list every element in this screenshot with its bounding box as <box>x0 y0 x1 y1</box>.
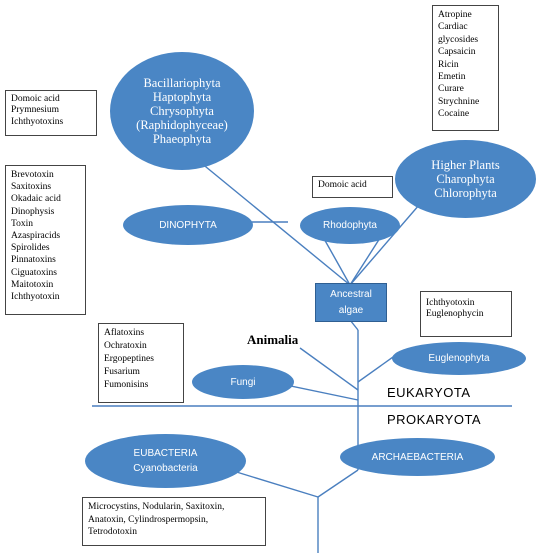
toxin-item: Capsaicin <box>438 47 476 58</box>
euglenophyta-toxins-box: Ichthyotoxin Euglenophycin <box>420 291 512 337</box>
toxin-item: Ichthyotoxin <box>11 292 60 303</box>
prok-branch-right <box>317 469 359 498</box>
toxin-item: Ochratoxin <box>104 341 147 351</box>
toxin-item: Tetrodotoxin <box>88 527 137 537</box>
toxin-item: Fusarium <box>104 367 140 377</box>
toxin-item: Aflatoxins <box>104 328 145 338</box>
toxin-item: Domoic acid <box>318 180 367 190</box>
chrysophyta-label: Chrysophyta <box>150 104 214 118</box>
toxin-item: Ichthyotoxins <box>11 116 64 127</box>
toxin-item: Ichthyotoxin <box>426 298 475 308</box>
toxin-item: Ricin <box>438 59 459 70</box>
toxin-item: Microcystins, Nodularin, Saxitoxin, <box>88 502 225 512</box>
archaebacteria-node: ARCHAEBACTERIA <box>340 438 495 476</box>
raphidophyceae-label: (Raphidophyceae) <box>136 118 228 132</box>
fungi-toxins-box: Aflatoxins Ochratoxin Ergopeptines Fusar… <box>98 323 184 403</box>
toxin-item: Domoic acid <box>11 94 60 104</box>
dinophyta-toxins-box: Brevotoxin Saxitoxins Okadaic acid Dinop… <box>5 165 86 315</box>
toxin-item: Euglenophycin <box>426 309 484 320</box>
animalia-label: Animalia <box>247 332 299 347</box>
euglenophyta-node: Euglenophyta <box>392 342 526 375</box>
toxin-item: Cardiac <box>438 22 468 33</box>
toxin-item: Ciguatoxins <box>11 267 57 278</box>
higher-plants-node: Higher Plants Charophyta Chlorophyta <box>395 140 536 218</box>
toxin-item: glycosides <box>438 34 479 45</box>
rhodophyta-node: Rhodophyta <box>300 207 400 244</box>
plant-toxins-box: Atropine Cardiac glycosides Capsaicin Ri… <box>432 5 499 131</box>
dinophyta-label: DINOPHYTA <box>159 219 217 231</box>
algae-left-branch <box>177 143 351 286</box>
cyanobacteria-label: Cyanobacteria <box>133 463 198 474</box>
rhodo-branch-2 <box>349 237 381 286</box>
toxin-item: Brevotoxin <box>11 170 54 180</box>
toxin-item: Azaspiracids <box>11 231 61 242</box>
phaeophyta-label: Phaeophyta <box>152 132 212 146</box>
charophyta-label: Charophyta <box>436 172 495 186</box>
toxin-item: Cocaine <box>438 109 470 120</box>
toxin-item: Anatoxin, Cylindrospermopsin, <box>88 514 209 525</box>
toxin-item: Atropine <box>438 10 472 20</box>
toxin-item: Fumonisins <box>104 380 149 390</box>
algae-label: algae <box>338 304 364 316</box>
prok-branch-left <box>229 469 319 498</box>
toxin-item: Strychnine <box>438 96 480 107</box>
rhodophyta-toxins-box: Domoic acid <box>312 176 393 198</box>
toxin-item: Ergopeptines <box>104 354 154 364</box>
eubacteria-label: EUBACTERIA <box>133 448 198 459</box>
toxin-item: Curare <box>438 84 464 95</box>
toxin-item: Pinnatoxins <box>11 255 56 266</box>
toxin-item: Okadaic acid <box>11 194 61 205</box>
eubacteria-node: EUBACTERIA Cyanobacteria <box>85 434 246 488</box>
higher-plants-label: Higher Plants <box>431 158 500 172</box>
dinophyta-node: DINOPHYTA <box>123 205 253 245</box>
ancestral-algae-node: Ancestral algae <box>315 283 387 322</box>
fungi-node: Fungi <box>192 365 294 399</box>
eukaryota-label: EUKARYOTA <box>387 385 471 400</box>
fungi-label: Fungi <box>230 376 256 388</box>
chlorophyta-label: Chlorophyta <box>434 186 497 200</box>
rhodophyta-label: Rhodophyta <box>323 220 377 231</box>
archaebacteria-label: ARCHAEBACTERIA <box>371 451 464 463</box>
bacillariophyta-node: Bacillariophyta Haptophyta Chrysophyta (… <box>110 52 254 170</box>
toxin-item: Spirolides <box>11 243 50 254</box>
toxin-item: Maitotoxin <box>11 279 54 290</box>
animalia-branch <box>299 347 359 391</box>
toxin-item: Emetin <box>438 72 466 83</box>
toxin-item: Dinophysis <box>11 206 55 217</box>
ancestral-label: Ancestral <box>330 288 372 300</box>
toxin-item: Toxin <box>11 218 34 229</box>
toxin-item: Saxitoxins <box>11 182 52 193</box>
haptophyta-label: Haptophyta <box>152 90 212 104</box>
bacillariophyta-label: Bacillariophyta <box>143 76 221 90</box>
cyanobacteria-toxins-box: Microcystins, Nodularin, Saxitoxin, Anat… <box>82 497 266 546</box>
toxin-item: Prymnesium <box>11 105 60 116</box>
prokaryota-label: PROKARYOTA <box>387 412 482 427</box>
euglenophyta-label: Euglenophyta <box>428 353 490 364</box>
haptophyta-toxins-box: Domoic acid Prymnesium Ichthyotoxins <box>5 90 97 136</box>
